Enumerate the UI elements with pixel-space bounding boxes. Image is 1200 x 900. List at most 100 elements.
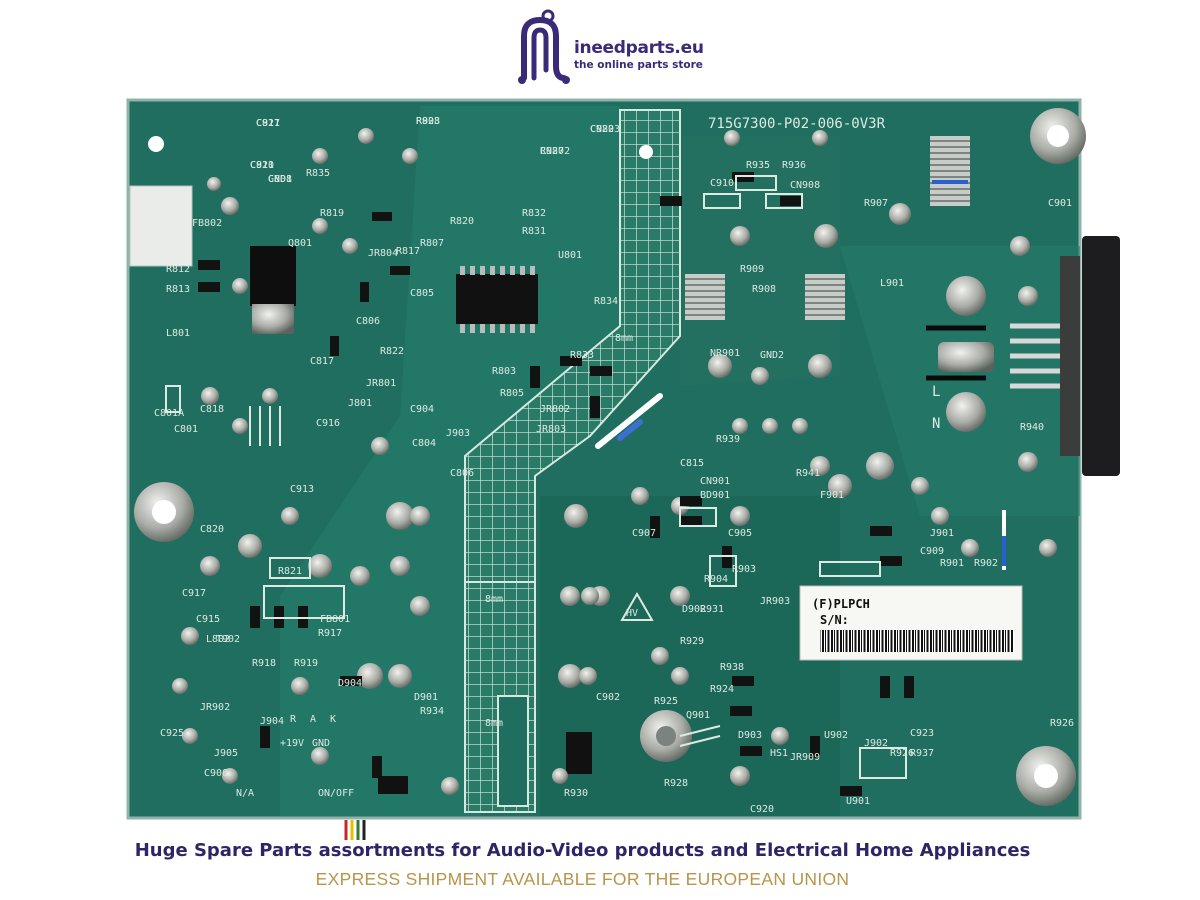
silk-designator: R819	[320, 208, 344, 219]
sticker-model: (F)PLPCH	[812, 597, 870, 611]
silk-designator: J904	[260, 716, 284, 727]
mosfet-q801	[250, 246, 296, 306]
silk-designator: CN803	[590, 124, 620, 135]
neutral-mark: N	[932, 416, 940, 432]
heatsink-l901-b	[805, 274, 845, 320]
silk-designator: R812	[166, 264, 190, 275]
mounting-holes	[134, 108, 1086, 806]
creepage-mark-1: 8mm	[615, 333, 633, 344]
silk-designator: C810	[250, 160, 274, 171]
silk-designator: R919	[294, 658, 318, 669]
promo-headline: Huge Spare Parts assortments for Audio-V…	[134, 840, 1031, 861]
silk-designator: L802	[206, 634, 230, 645]
silk-designator: R926	[1050, 718, 1074, 729]
silk-designator: C915	[196, 614, 220, 625]
silk-designator: JR909	[790, 752, 820, 763]
silk-designator: R835	[306, 168, 330, 179]
silk-designator: C920	[750, 804, 774, 815]
isolation-slot-grid	[464, 109, 681, 813]
silk-designator: R803	[492, 366, 516, 377]
silk-designator: J902	[864, 738, 888, 749]
silk-designator: R807	[420, 238, 444, 249]
silk-designator: R805	[500, 388, 524, 399]
silk-designator: R924	[710, 684, 734, 695]
silk-designator: JR804	[368, 248, 398, 259]
logo-brand-text: ineedparts.eu	[574, 38, 704, 58]
silk-designator: R903	[732, 564, 756, 575]
pin-label-19v: +19V	[280, 738, 304, 749]
silk-designator: R931	[700, 604, 724, 615]
heatsink-l901-a	[685, 274, 725, 320]
silk-designator: C804	[412, 438, 436, 449]
silk-designator: JR801	[366, 378, 396, 389]
silk-designator: D901	[414, 692, 438, 703]
store-logo[interactable]: ineedparts.eu the online parts store	[512, 8, 712, 88]
silk-designator: R938	[720, 662, 744, 673]
silk-designator: C906	[204, 768, 228, 779]
silk-designator: R939	[716, 434, 740, 445]
silk-designator: FB801	[320, 614, 350, 625]
silk-designator: JR803	[536, 424, 566, 435]
ic-u801	[456, 274, 538, 324]
silk-designator: R929	[680, 636, 704, 647]
pin-label-a: A	[310, 714, 316, 725]
heatsink-nr901	[930, 136, 970, 206]
line-mark: L	[932, 384, 940, 400]
silk-designator: U801	[558, 250, 582, 261]
silkscreen-outlines	[165, 175, 907, 779]
silk-designator: CN802	[540, 146, 570, 157]
ac-inlet-connector	[1082, 236, 1120, 476]
silk-designator: R936	[782, 160, 806, 171]
pin-label-gnd: GND	[312, 738, 330, 749]
silk-designator: C905	[728, 528, 752, 539]
pcb-photo: 8mm 8mm 8mm 715G7300-P02-006-0V3R L N	[120, 96, 1122, 840]
sn-sticker: (F)PLPCH S/N:	[799, 585, 1023, 661]
logo-tagline: the online parts store	[574, 59, 703, 71]
silk-designator: R908	[752, 284, 776, 295]
silk-designator: C801A	[154, 408, 184, 419]
pin-label-na: N/A	[236, 788, 254, 799]
silk-designator: R926	[890, 748, 914, 759]
silk-designator: JR802	[540, 404, 570, 415]
silk-designator: R821	[278, 566, 302, 577]
hv-warning-icon	[620, 591, 654, 621]
logo-mark-icon	[518, 9, 570, 84]
silk-designator: C820	[200, 524, 224, 535]
silk-designator: R904	[704, 574, 728, 585]
silk-designator: J801	[348, 398, 372, 409]
silk-designator: C811	[256, 118, 280, 129]
ic-u902	[566, 732, 592, 774]
silk-designator: C910	[710, 178, 734, 189]
silk-designator: R930	[564, 788, 588, 799]
pin-label-r: R	[290, 714, 297, 725]
pin-label-k: K	[330, 714, 336, 725]
silk-designator: C909	[920, 546, 944, 557]
silk-designator: R908	[416, 116, 440, 127]
silk-designator: HS1	[770, 748, 788, 759]
silk-designator: C817	[310, 356, 334, 367]
silk-designator: R940	[1020, 422, 1044, 433]
silk-designator: R831	[522, 226, 546, 237]
silk-designator: CN901	[700, 476, 730, 487]
silk-designator: D902	[682, 604, 706, 615]
silk-designator: R822	[380, 346, 404, 357]
sticker-sn-label: S/N:	[820, 613, 849, 627]
silk-designator: R917	[318, 628, 342, 639]
silk-designator: R928	[664, 778, 688, 789]
silk-designator: R907	[864, 198, 888, 209]
silk-designator: L901	[880, 278, 904, 289]
silk-designator: J905	[214, 748, 238, 759]
silk-designator: C913	[290, 484, 314, 495]
silk-designator: C922	[590, 124, 614, 135]
silk-designator: D904	[338, 678, 362, 689]
silk-designator: T902	[216, 634, 240, 645]
silk-designator: D903	[738, 730, 762, 741]
silk-designator: R937	[910, 748, 934, 759]
silk-designator: R935	[746, 160, 770, 171]
silk-designator: C916	[316, 418, 340, 429]
silk-designator: Q801	[288, 238, 312, 249]
silk-designator: R901	[940, 558, 964, 569]
silk-designator: C808	[268, 174, 292, 185]
solder-pads	[172, 128, 1057, 795]
